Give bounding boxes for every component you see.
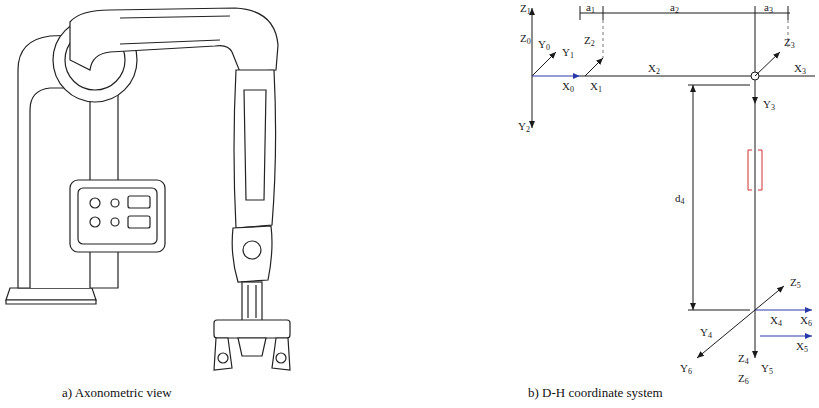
figure-caption: a) Axonometric view — [62, 385, 172, 401]
axis-label: Y3 — [763, 98, 775, 110]
axis-label: Y6 — [680, 362, 692, 374]
axis-label: X2 — [648, 62, 660, 74]
axis-label: Y0 — [538, 38, 550, 50]
axis-label: X3 — [794, 62, 806, 74]
axis-label: X4 — [770, 314, 782, 326]
robot-drawing — [6, 8, 290, 370]
axis-label: Y1 — [562, 46, 574, 58]
axis-label: a3 — [764, 1, 773, 13]
axis-label: Z0 — [520, 32, 531, 44]
axis-label: Y2 — [518, 120, 530, 132]
axis-label: Z3 — [784, 36, 795, 48]
axis-label: a1 — [586, 1, 595, 13]
axis-label: Z6 — [738, 372, 749, 384]
axis-label: Y4 — [700, 326, 712, 338]
axis-label: Z5 — [790, 276, 801, 288]
dh-frames — [532, 6, 815, 358]
axis-label: a2 — [670, 1, 679, 13]
figure-caption: b) D-H coordinate system — [528, 385, 663, 401]
axis-label: X6 — [800, 314, 812, 326]
axis-label: d4 — [675, 192, 685, 204]
joint-symbol — [748, 150, 762, 190]
axis-label: Z2 — [584, 34, 595, 46]
axis-label: X1 — [590, 80, 602, 92]
axis-label: Z4 — [738, 352, 749, 364]
axis-label: Y5 — [761, 362, 773, 374]
axis-label: X0 — [562, 80, 574, 92]
axis-label: Z1 — [520, 2, 531, 14]
axis-label: X5 — [796, 340, 808, 352]
